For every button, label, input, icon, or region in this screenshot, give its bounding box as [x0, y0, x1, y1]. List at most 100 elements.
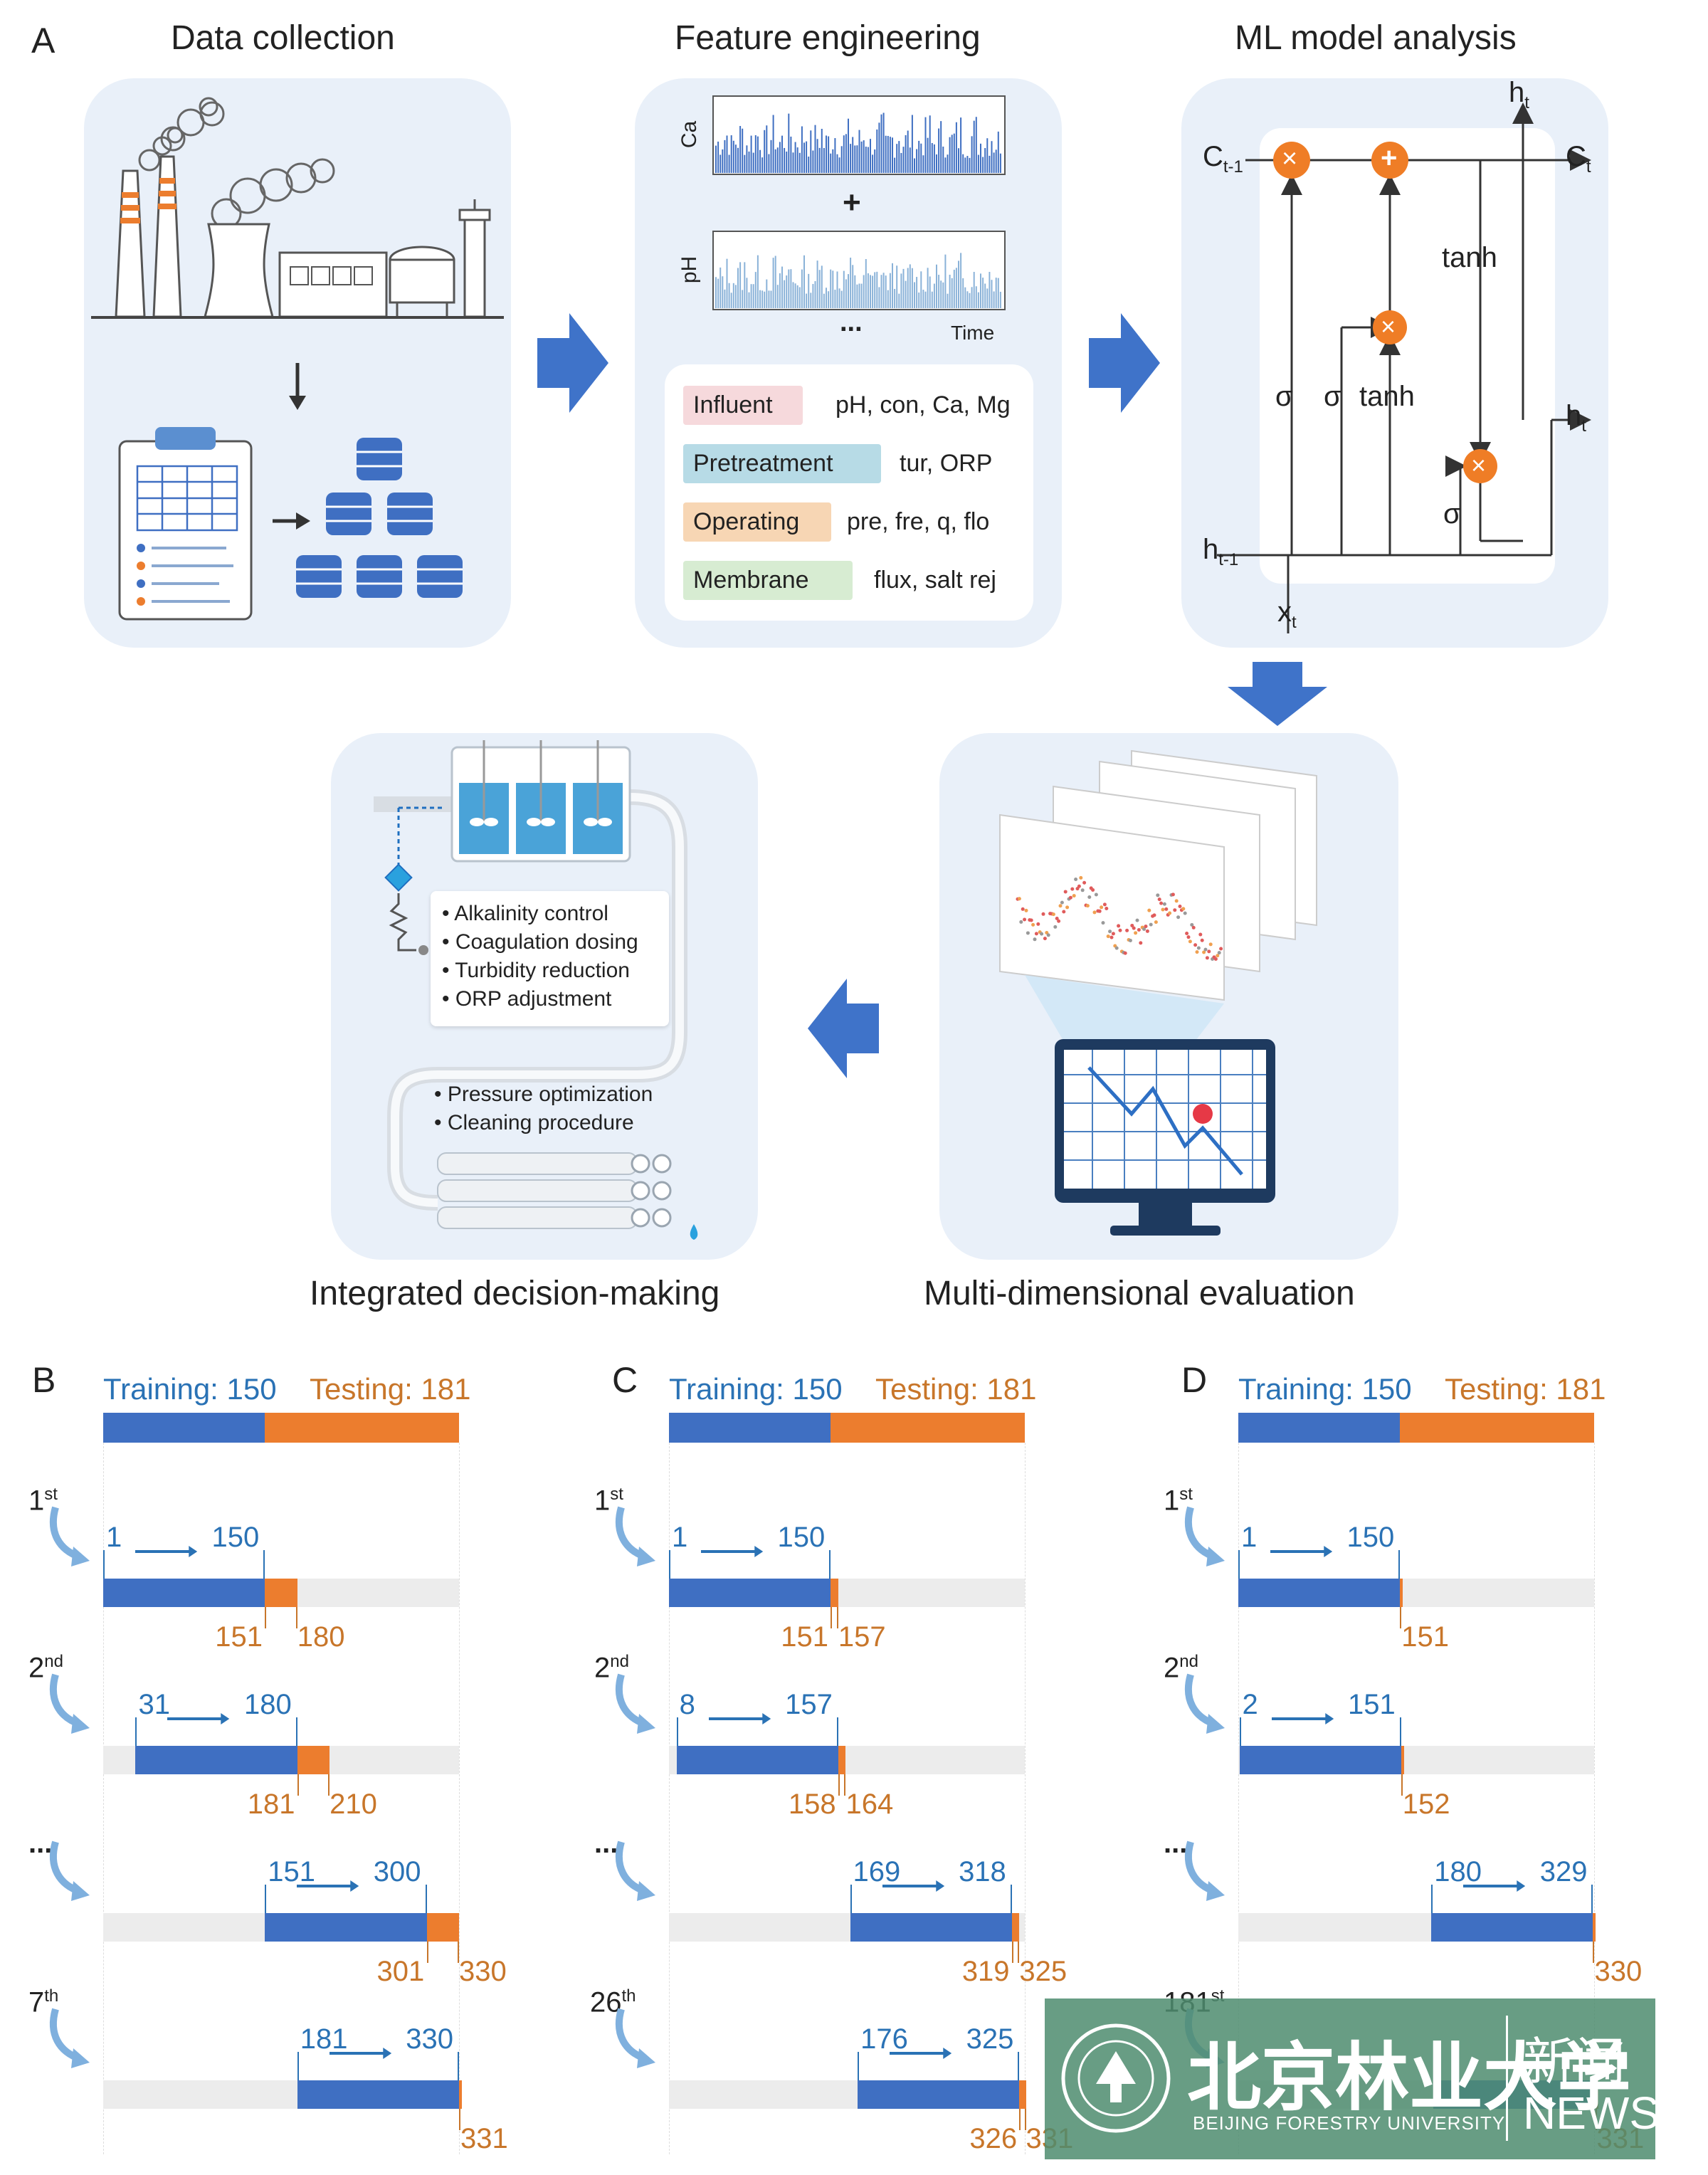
- time-axis-label: Time: [951, 322, 995, 344]
- eval-dot: [1082, 880, 1087, 885]
- params-operating: pre, fre, q, flo: [847, 508, 990, 535]
- train-start-tick: [103, 1550, 105, 1579]
- test-end-tick: [458, 1942, 459, 1963]
- test-start-label: 181: [247, 1789, 295, 1820]
- action-cleaning: • Cleaning procedure: [434, 1111, 634, 1134]
- train-end-label: 150: [1346, 1522, 1395, 1553]
- cell-tanh: tanh: [1442, 242, 1497, 273]
- h-prev-label: ht-1: [1203, 534, 1239, 569]
- test-end-tick: [295, 1607, 297, 1628]
- train-direction-arrow: [1463, 1880, 1526, 1892]
- train-end-tick: [1018, 2052, 1020, 2080]
- eval-dot: [1033, 937, 1037, 942]
- train-direction-arrow: [167, 1713, 230, 1724]
- watermark-name-en: BEIJING FORESTRY UNIVERSITY: [1193, 2112, 1506, 2134]
- eval-dot: [1021, 907, 1025, 911]
- train-start-tick: [135, 1717, 137, 1746]
- cell-add-icon: +: [1381, 142, 1398, 174]
- iteration-arrow-icon: [615, 1506, 655, 1566]
- eval-dot: [1109, 935, 1114, 939]
- eval-dot: [1046, 933, 1050, 937]
- test-start-label: 301: [376, 1956, 425, 1987]
- eval-dot: [1130, 923, 1134, 927]
- train-end-tick: [836, 1717, 838, 1746]
- iteration-arrow-icon: [1184, 1506, 1225, 1566]
- train-direction-arrow: [297, 1880, 359, 1892]
- train-end-tick: [1398, 1550, 1401, 1579]
- eval-dot: [1137, 927, 1141, 932]
- train-start-tick: [265, 1885, 267, 1913]
- eval-dot: [1195, 950, 1199, 954]
- guide-left: [103, 1443, 104, 2154]
- train-end-tick: [1010, 1885, 1012, 1913]
- train-direction-arrow: [882, 1880, 944, 1892]
- eval-dot: [1080, 888, 1085, 892]
- eval-dot: [1203, 947, 1208, 952]
- action-pressure: • Pressure optimization: [434, 1083, 653, 1106]
- eval-dot: [1208, 942, 1213, 947]
- panel-letter: D: [1181, 1360, 1208, 1400]
- train-end-tick: [829, 1550, 831, 1579]
- test-end-tick: [1024, 2109, 1026, 2130]
- eval-dot: [1185, 932, 1189, 936]
- train-start-label: 1: [672, 1522, 688, 1553]
- action-alkalinity: • Alkalinity control: [442, 902, 608, 925]
- test-end-label: 164: [845, 1789, 894, 1820]
- testing-window-bar: [1401, 1746, 1404, 1774]
- eval-dot: [1070, 887, 1075, 891]
- guide-left: [669, 1443, 670, 2154]
- testing-total-label: Testing: 181: [875, 1372, 1037, 1406]
- test-end-tick: [836, 1607, 838, 1628]
- eval-dot: [1219, 947, 1223, 951]
- training-window-bar: [297, 2080, 459, 2109]
- eval-dot: [1196, 946, 1201, 950]
- eval-dot: [1188, 939, 1192, 944]
- iteration-ellipsis: ...: [594, 1828, 618, 1859]
- testing-window-bar: [838, 1746, 846, 1774]
- iteration-arrow-icon: [49, 1840, 90, 1901]
- eval-dot: [1202, 950, 1206, 954]
- output-gate-multiply-icon: ×: [1471, 451, 1487, 480]
- eval-dot: [1036, 922, 1040, 926]
- testing-total-label: Testing: 181: [310, 1372, 471, 1406]
- train-end-tick: [458, 2052, 459, 2080]
- iteration-ellipsis: ...: [28, 1828, 53, 1859]
- eval-dot: [1062, 910, 1066, 914]
- eval-dot: [1161, 907, 1165, 912]
- eval-dot: [1174, 899, 1179, 903]
- eval-dot: [1077, 884, 1081, 888]
- lstm-cell-box: [1260, 128, 1555, 584]
- evaluation-illustration: [999, 749, 1317, 1236]
- test-end-tick: [328, 1774, 330, 1796]
- eval-dot: [1105, 906, 1109, 910]
- train-start-label: 181: [300, 2023, 348, 2055]
- membrane-actions: • Pressure optimization • Cleaning proce…: [434, 1080, 653, 1137]
- eval-dot: [1074, 877, 1078, 881]
- train-start-label: 2: [1242, 1689, 1258, 1720]
- eval-dot: [1026, 931, 1030, 935]
- train-direction-arrow: [701, 1546, 764, 1557]
- eval-dot: [1017, 897, 1021, 901]
- eval-dot: [1024, 908, 1028, 912]
- test-start-label: 331: [460, 2123, 508, 2154]
- train-end-label: 150: [777, 1522, 826, 1553]
- train-end-label: 300: [373, 1856, 421, 1887]
- train-start-tick: [850, 1885, 852, 1913]
- params-membrane: flux, salt rej: [874, 567, 996, 594]
- training-window-bar: [858, 2080, 1020, 2109]
- testing-window-bar: [459, 2080, 462, 2109]
- testing-window-bar: [1593, 1913, 1596, 1942]
- factory-illustration: [91, 97, 504, 621]
- eval-dot: [1149, 922, 1153, 927]
- training-window-bar: [1238, 1579, 1401, 1607]
- eval-dot: [1111, 932, 1115, 936]
- train-end-label: 151: [1348, 1689, 1396, 1720]
- eval-dot: [1058, 904, 1063, 908]
- params-influent: pH, con, Ca, Mg: [835, 391, 1011, 418]
- input-sigma: σ: [1324, 381, 1341, 412]
- eval-dot: [1200, 938, 1204, 942]
- eval-dot: [1198, 932, 1203, 937]
- test-start-tick: [1593, 1942, 1595, 1963]
- testing-total-label: Testing: 181: [1445, 1372, 1606, 1406]
- panel-letter: B: [32, 1360, 56, 1400]
